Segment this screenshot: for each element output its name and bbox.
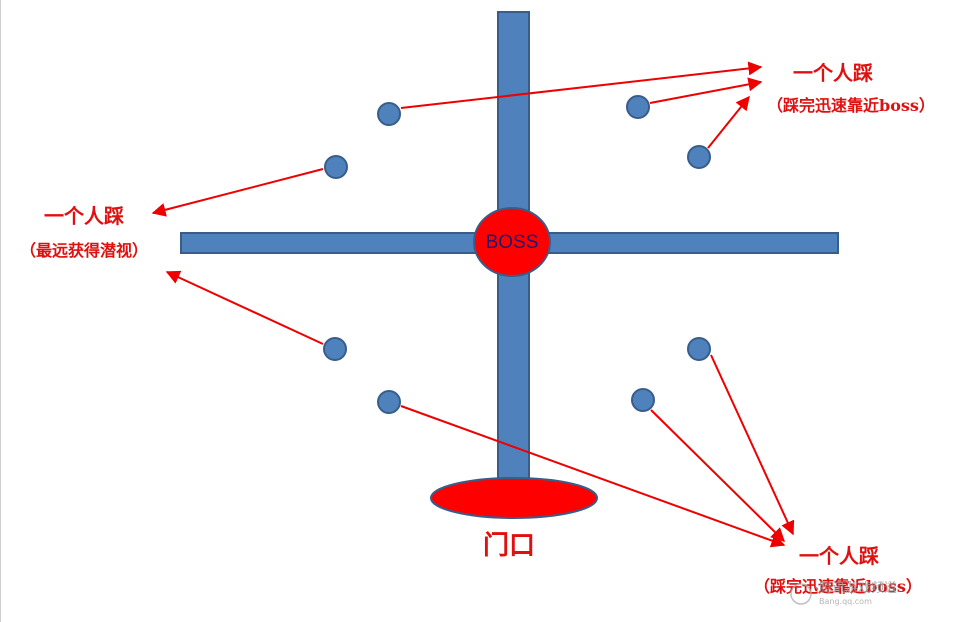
- arrow-bottom-left-1-to-left-label: [165, 270, 324, 345]
- point-bottom-right-1: [687, 337, 711, 361]
- watermark-subtext: Bang.qq.com: [819, 597, 872, 606]
- door-ellipse: [430, 477, 598, 519]
- watermark: 腾讯游戏频道 Bang.qq.com: [790, 580, 897, 606]
- bottom-right-group-note: （踩完迅速靠近boss）: [754, 577, 922, 596]
- boss-circle: [473, 207, 551, 277]
- top-right-group-note: （踩完迅速靠近boss）: [767, 96, 935, 115]
- arrow-top-right-2-to-top-label: [707, 95, 750, 149]
- arrow-bottom-right-1-to-bottom-label: [710, 354, 795, 536]
- door-label: 门口: [483, 531, 535, 561]
- arrow-top-left-2-to-left-label: [151, 168, 324, 217]
- point-bottom-left-1: [323, 337, 347, 361]
- watermark-logo-icon: [790, 583, 812, 605]
- point-bottom-right-2: [631, 388, 655, 412]
- left-group-note: （最远获得潜视）: [20, 241, 148, 260]
- arrow-top-left-to-top-label: [400, 61, 763, 109]
- top-right-group-title: 一个人踩: [793, 61, 873, 85]
- point-top-right-2: [687, 145, 711, 169]
- point-top-left-1: [377, 102, 401, 126]
- point-top-left-2: [324, 155, 348, 179]
- point-top-right-1: [626, 95, 650, 119]
- boss-label: BOSS: [486, 232, 539, 253]
- bottom-right-group-title: 一个人踩: [799, 544, 879, 568]
- arrow-bottom-left-2-to-bottom-label: [400, 405, 786, 548]
- left-group-title: 一个人踩: [44, 204, 124, 228]
- point-bottom-left-2: [377, 390, 401, 414]
- arrow-bottom-right-2-to-bottom-label: [650, 409, 785, 542]
- watermark-text: 腾讯游戏频道: [819, 580, 897, 596]
- arrow-top-right-1-to-top-label: [649, 77, 763, 104]
